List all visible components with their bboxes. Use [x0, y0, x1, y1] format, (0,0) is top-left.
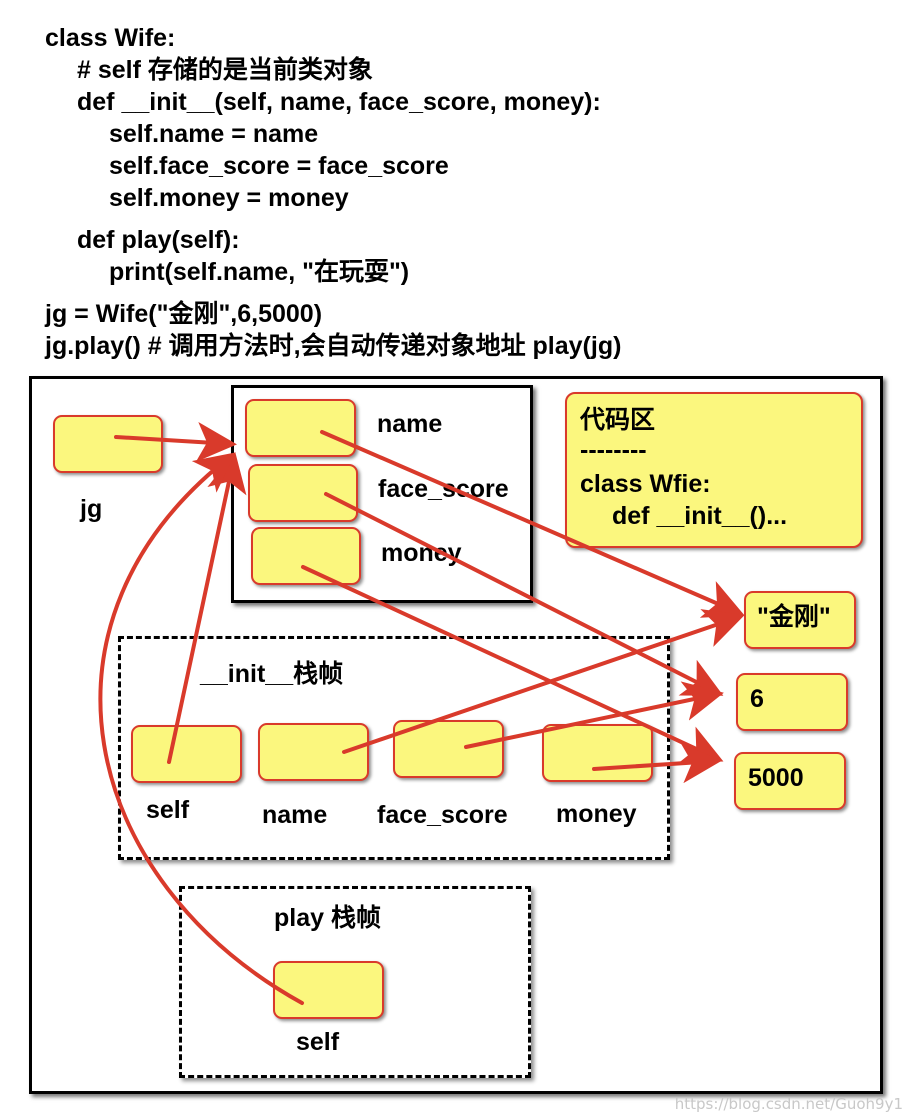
- init-name-cell: [258, 723, 369, 781]
- code-line-class: class Wife:: [45, 24, 176, 52]
- play-stack-frame-title: play 栈帧: [274, 904, 381, 932]
- memory-diagram-frame: [29, 376, 883, 1094]
- value-jingang-cell: [744, 591, 856, 649]
- code-area-line1: class Wfie:: [580, 470, 711, 498]
- code-line-self-money: self.money = money: [109, 184, 349, 212]
- init-param-face-score-label: face_score: [377, 801, 508, 829]
- value-6-text: 6: [750, 685, 764, 713]
- code-line-print: print(self.name, "在玩耍"): [109, 258, 410, 286]
- value-5000-text: 5000: [748, 764, 804, 792]
- object-name-cell: [245, 399, 356, 457]
- init-self-cell: [131, 725, 242, 783]
- watermark: https://blog.csdn.net/Guoh9y1: [674, 1095, 903, 1113]
- code-line-self-face-score: self.face_score = face_score: [109, 152, 449, 180]
- code-line-self-name: self.name = name: [109, 120, 319, 148]
- play-param-self-label: self: [296, 1028, 340, 1056]
- code-area-title: 代码区: [580, 406, 656, 434]
- code-area-line2: def __init__()...: [612, 502, 788, 530]
- object-field-face-score-label: face_score: [378, 475, 509, 503]
- object-field-name-label: name: [377, 410, 443, 438]
- code-line-jg-play: jg.play() # 调用方法时,会自动传递对象地址 play(jg): [45, 332, 622, 360]
- code-line-play-def: def play(self):: [77, 226, 240, 254]
- object-money-cell: [251, 527, 361, 585]
- object-field-money-label: money: [381, 539, 462, 567]
- object-face-score-cell: [248, 464, 358, 522]
- code-line-init-def: def __init__(self, name, face_score, mon…: [77, 88, 601, 116]
- value-5000-cell: [734, 752, 846, 810]
- code-line-comment: # self 存储的是当前类对象: [77, 56, 373, 84]
- jg-cell: [53, 415, 163, 473]
- init-stack-frame-title: __init__栈帧: [200, 660, 344, 688]
- init-param-name-label: name: [262, 801, 328, 829]
- code-area-box: 代码区 -------- class Wfie: def __init__().…: [565, 392, 863, 548]
- init-money-cell: [542, 724, 653, 782]
- value-jingang-text: "金刚": [757, 603, 831, 631]
- init-face-score-cell: [393, 720, 504, 778]
- play-self-cell: [273, 961, 384, 1019]
- code-line-jg-assign: jg = Wife("金刚",6,5000): [45, 300, 323, 328]
- code-area-divider: --------: [580, 436, 647, 464]
- init-param-money-label: money: [556, 800, 637, 828]
- jg-label: jg: [80, 495, 103, 523]
- init-param-self-label: self: [146, 796, 190, 824]
